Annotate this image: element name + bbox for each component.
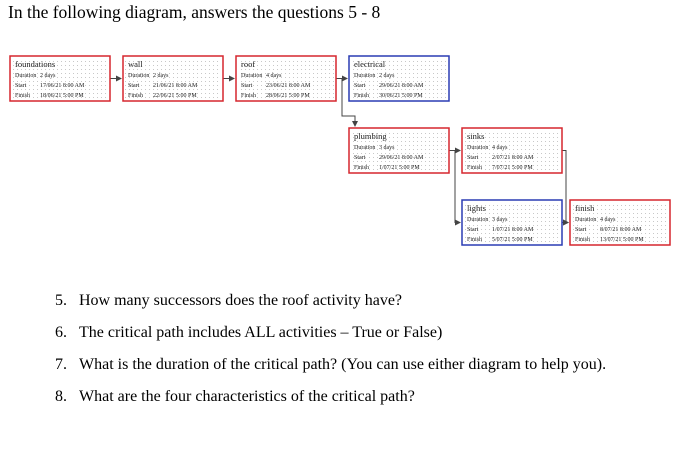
duration-label: Duration bbox=[354, 73, 375, 79]
question-item: 6. The critical path includes ALL activi… bbox=[55, 322, 685, 344]
question-text: What is the duration of the critical pat… bbox=[79, 356, 607, 373]
finish-value: 18/06/21 5:00 PM bbox=[40, 93, 84, 99]
finish-value: 13/07/21 5:00 PM bbox=[600, 237, 644, 243]
node-border bbox=[235, 55, 337, 102]
question-text: The critical path includes ALL activitie… bbox=[79, 324, 443, 341]
link-sinks-to-finish bbox=[562, 150, 569, 226]
node-border bbox=[348, 127, 450, 174]
start-value: 29/06/21 8:00 AM bbox=[379, 83, 424, 89]
start-label: Start bbox=[128, 83, 140, 89]
activity-name: lights bbox=[467, 203, 486, 213]
question-number: 6. bbox=[55, 324, 67, 341]
duration-value: 4 days bbox=[600, 217, 616, 223]
duration-value: 2 days bbox=[40, 73, 56, 79]
finish-label: Finish bbox=[467, 237, 482, 243]
page-heading: In the following diagram, answers the qu… bbox=[8, 2, 381, 22]
question-number: 8. bbox=[55, 388, 67, 405]
finish-value: 7/07/21 5:00 PM bbox=[492, 165, 533, 171]
finish-value: 22/06/21 5:00 PM bbox=[153, 93, 197, 99]
duration-label: Duration bbox=[128, 73, 149, 79]
start-label: Start bbox=[15, 83, 27, 89]
duration-value: 2 days bbox=[153, 73, 169, 79]
question-number: 5. bbox=[55, 292, 67, 309]
node-border bbox=[461, 127, 563, 174]
finish-label: Finish bbox=[575, 237, 590, 243]
question-text: What are the four characteristics of the… bbox=[79, 388, 415, 405]
duration-label: Duration bbox=[575, 217, 596, 223]
duration-value: 4 days bbox=[492, 145, 508, 151]
finish-label: Finish bbox=[467, 165, 482, 171]
activity-name: finish bbox=[575, 203, 595, 213]
question-item: 8. What are the four characteristics of … bbox=[55, 386, 685, 408]
finish-label: Finish bbox=[354, 165, 369, 171]
node-border bbox=[122, 55, 224, 102]
start-label: Start bbox=[354, 83, 366, 89]
duration-label: Duration bbox=[241, 73, 262, 79]
start-value: 2/07/21 8:00 AM bbox=[492, 155, 534, 161]
duration-label: Duration bbox=[467, 217, 488, 223]
start-value: 23/06/21 8:00 AM bbox=[266, 83, 311, 89]
question-list: 5. How many successors does the roof act… bbox=[55, 290, 685, 418]
start-value: 29/06/21 8:00 AM bbox=[379, 155, 424, 161]
duration-value: 4 days bbox=[266, 73, 282, 79]
finish-value: 1/07/21 5:00 PM bbox=[379, 165, 420, 171]
duration-label: Duration bbox=[467, 145, 488, 151]
duration-value: 3 days bbox=[492, 217, 508, 223]
finish-value: 5/07/21 5:00 PM bbox=[492, 237, 533, 243]
activity-name: electrical bbox=[354, 59, 386, 69]
activity-name: roof bbox=[241, 59, 255, 69]
activity-name: wall bbox=[128, 59, 143, 69]
activity-name: foundations bbox=[15, 59, 55, 69]
finish-label: Finish bbox=[128, 93, 143, 99]
start-value: 21/06/21 8:00 AM bbox=[153, 83, 198, 89]
question-number: 7. bbox=[55, 356, 67, 373]
finish-label: Finish bbox=[354, 93, 369, 99]
node-border bbox=[348, 55, 450, 102]
duration-label: Duration bbox=[15, 73, 36, 79]
finish-value: 28/06/21 5:00 PM bbox=[266, 93, 310, 99]
dependency-arrows bbox=[110, 75, 569, 226]
finish-label: Finish bbox=[241, 93, 256, 99]
question-text: How many successors does the roof activi… bbox=[79, 292, 403, 309]
duration-label: Duration bbox=[354, 145, 375, 151]
start-label: Start bbox=[467, 227, 479, 233]
node-border bbox=[569, 199, 671, 246]
link-roof-to-plumbing bbox=[336, 78, 358, 127]
question-item: 5. How many successors does the roof act… bbox=[55, 290, 685, 312]
start-label: Start bbox=[241, 83, 253, 89]
start-value: 8/07/21 8:00 AM bbox=[600, 227, 642, 233]
finish-value: 30/06/21 5:00 PM bbox=[379, 93, 423, 99]
node-border bbox=[461, 199, 563, 246]
finish-label: Finish bbox=[15, 93, 30, 99]
activity-name: sinks bbox=[467, 131, 484, 141]
start-value: 17/06/21 8:00 AM bbox=[40, 83, 85, 89]
link-plumbing-to-lights bbox=[449, 150, 461, 226]
duration-value: 3 days bbox=[379, 145, 395, 151]
start-label: Start bbox=[575, 227, 587, 233]
start-label: Start bbox=[467, 155, 479, 161]
activity-name: plumbing bbox=[354, 131, 387, 141]
start-label: Start bbox=[354, 155, 366, 161]
start-value: 1/07/21 8:00 AM bbox=[492, 227, 534, 233]
node-border bbox=[9, 55, 111, 102]
duration-value: 2 days bbox=[379, 73, 395, 79]
question-item: 7. What is the duration of the critical … bbox=[55, 354, 685, 376]
